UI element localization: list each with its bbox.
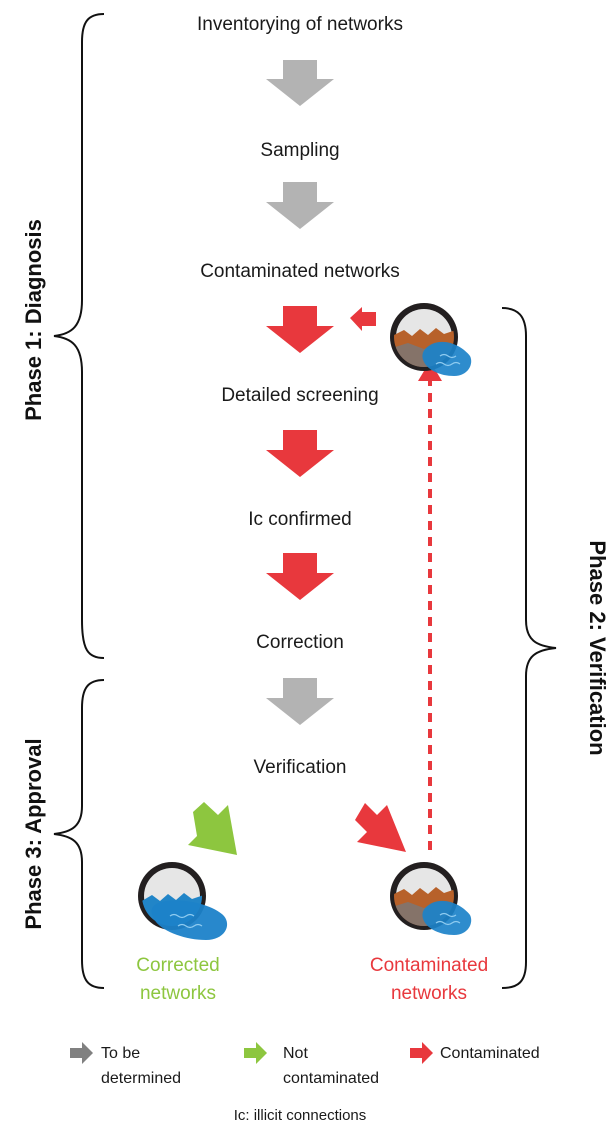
legend-green-arrow-icon (244, 1042, 267, 1064)
step-detailed-screening: Detailed screening (221, 385, 378, 406)
step-verification: Verification (254, 757, 347, 778)
step-contaminated-networks: Contaminated networks (200, 261, 400, 282)
dashed-return-arrowhead (418, 361, 442, 381)
legend-tbd-line1: To be (101, 1045, 140, 1062)
phase3-brace (53, 679, 105, 989)
down-arrow-red-2 (266, 430, 334, 477)
phase1-brace (53, 13, 105, 659)
phase2-brace (501, 307, 557, 989)
contaminated-label-line1: Contaminated (370, 955, 488, 976)
pipe-contaminated-icon-top (390, 303, 472, 376)
legend-tbd-line2: determined (101, 1070, 181, 1087)
legend: To be determined Not contaminated Contam… (70, 1042, 540, 1087)
corrected-label-line1: Corrected (136, 955, 219, 976)
down-arrow-gray-3 (266, 678, 334, 725)
step-inventory: Inventorying of networks (197, 14, 403, 35)
diagonal-arrow-red (355, 803, 406, 852)
down-arrow-gray-1 (266, 60, 334, 106)
step-sampling: Sampling (260, 140, 339, 161)
legend-not-line2: contaminated (283, 1070, 379, 1087)
step-ic-confirmed: Ic confirmed (248, 509, 351, 530)
phase2-label: Phase 2: Verification (585, 540, 610, 755)
phase1-label: Phase 1: Diagnosis (21, 219, 46, 421)
down-arrow-gray-2 (266, 182, 334, 229)
pipe-corrected-icon (138, 862, 228, 940)
contaminated-label-line2: networks (391, 983, 467, 1004)
footnote: Ic: illicit connections (234, 1107, 367, 1124)
legend-not-line1: Not (283, 1045, 308, 1062)
left-arrow-red (350, 307, 376, 331)
diagonal-arrow-green (188, 802, 237, 855)
legend-contaminated: Contaminated (440, 1045, 540, 1062)
down-arrow-red-1 (266, 306, 334, 353)
phase3-label: Phase 3: Approval (21, 738, 46, 929)
down-arrow-red-3 (266, 553, 334, 600)
step-correction: Correction (256, 632, 344, 653)
pipe-contaminated-icon-bottom (390, 862, 472, 935)
legend-gray-arrow-icon (70, 1042, 93, 1064)
legend-red-arrow-icon (410, 1042, 433, 1064)
corrected-label-line2: networks (140, 983, 216, 1004)
